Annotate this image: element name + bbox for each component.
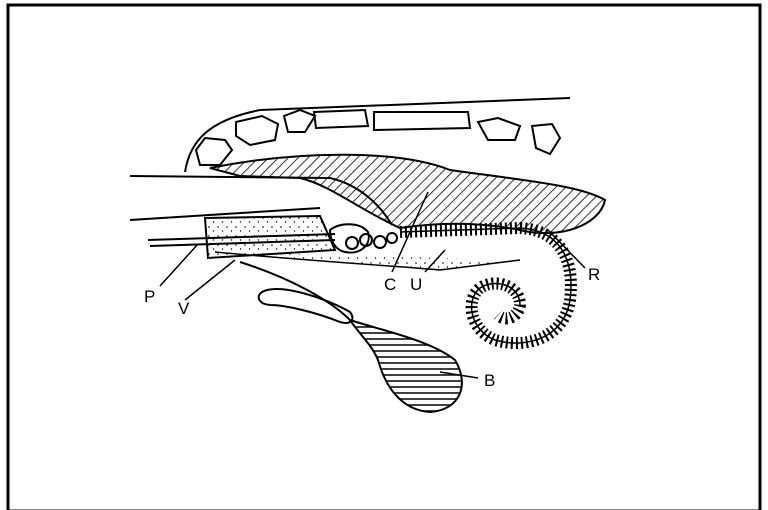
label-b: B <box>484 371 495 390</box>
bladder <box>350 320 462 412</box>
vaginal-floor <box>215 252 520 270</box>
uterine-horn-outline <box>400 228 571 343</box>
label-p: P <box>144 287 155 306</box>
label-c: C <box>384 275 396 294</box>
ovary <box>259 289 353 323</box>
label-u: U <box>410 275 422 294</box>
label-v: V <box>178 299 190 318</box>
label-r: R <box>588 265 600 284</box>
hand <box>330 224 397 252</box>
